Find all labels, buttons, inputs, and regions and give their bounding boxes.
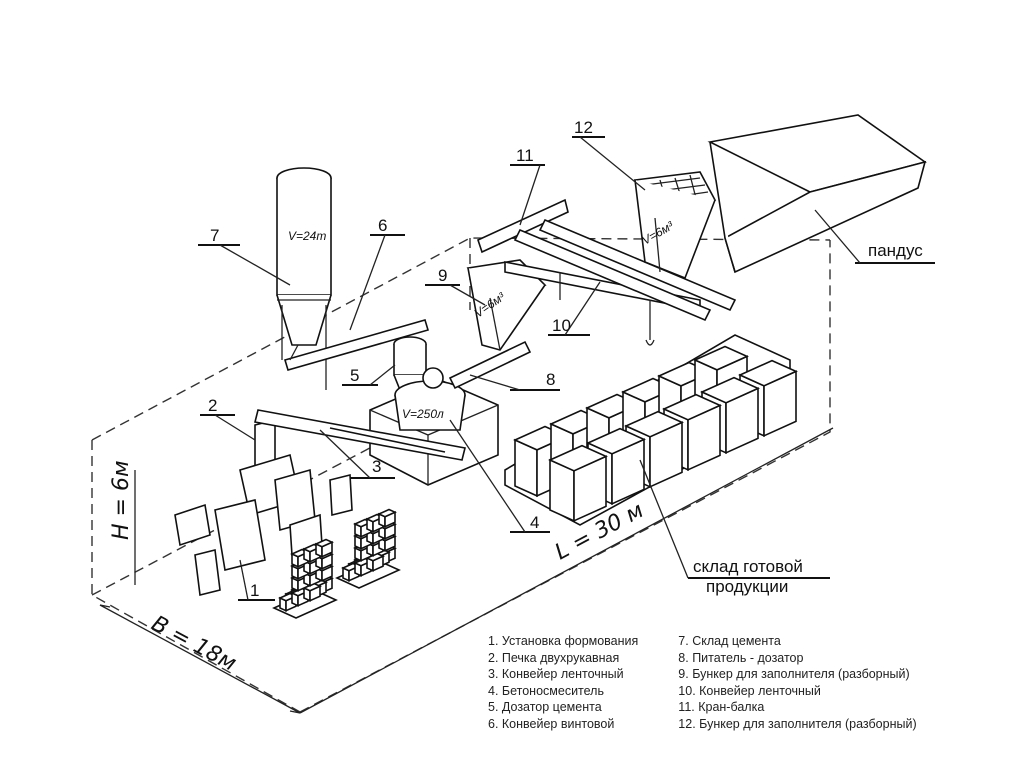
legend-item: 6. Конвейер винтовой bbox=[488, 716, 615, 731]
block-pallets bbox=[272, 508, 401, 619]
legend-column-2: 7. Склад цемента 8. Питатель - дозатор 9… bbox=[678, 633, 916, 732]
callout-4: 4 bbox=[530, 513, 539, 532]
callout-10: 10 bbox=[552, 316, 571, 335]
block-top bbox=[548, 444, 608, 472]
callout-3: 3 bbox=[372, 457, 381, 476]
overhead-crane bbox=[477, 198, 737, 346]
callout-8: 8 bbox=[546, 370, 555, 389]
block-top bbox=[662, 393, 722, 421]
warehouse-label-2: продукции bbox=[706, 577, 788, 596]
legend-item: 1. Установка формования bbox=[488, 634, 639, 648]
warehouse-label-1: склад готовой bbox=[693, 557, 803, 576]
legend-item: 10. Конвейер ленточный bbox=[678, 683, 821, 698]
dimension-height: H = 6м bbox=[109, 460, 134, 540]
block-top bbox=[738, 359, 798, 387]
legend-item: 4. Бетоносмеситель bbox=[488, 683, 604, 698]
callout-leaders bbox=[198, 136, 935, 601]
block-top bbox=[700, 376, 760, 404]
belt-conveyor-3 bbox=[254, 409, 466, 461]
feeder-doser bbox=[448, 340, 532, 390]
concrete-mixer: V=250л bbox=[369, 367, 499, 486]
legend-item: 3. Конвейер ленточный bbox=[488, 667, 624, 681]
legend-item: 11. Кран-балка bbox=[678, 700, 765, 714]
finished-goods-stack bbox=[504, 334, 798, 526]
screw-conveyor bbox=[284, 319, 429, 371]
callout-6: 6 bbox=[378, 216, 387, 235]
dimension-width: B = 18м bbox=[147, 611, 240, 676]
callout-7: 7 bbox=[210, 226, 219, 245]
callout-numbers: 7 6 5 2 3 4 1 8 9 10 11 12 пандус склад … bbox=[208, 118, 923, 600]
callout-5: 5 bbox=[350, 366, 359, 385]
legend: 1. Установка формования 2. Печка двухрук… bbox=[488, 633, 958, 732]
aggregate-hopper-9: V=6м³ bbox=[466, 259, 547, 351]
legend-item: 9. Бункер для заполнителя (разборный) bbox=[678, 667, 910, 681]
ramp bbox=[707, 114, 927, 274]
silo-volume-label: V=24т bbox=[288, 229, 326, 243]
callout-1: 1 bbox=[250, 581, 259, 600]
forming-unit bbox=[174, 418, 353, 596]
callout-2: 2 bbox=[208, 396, 217, 415]
mixer-volume-label: V=250л bbox=[402, 407, 444, 421]
cement-silo: V=24т bbox=[276, 167, 332, 390]
callout-12: 12 bbox=[574, 118, 593, 137]
legend-item: 2. Печка двухрукавная bbox=[488, 650, 620, 665]
block-top bbox=[624, 410, 684, 438]
callout-9: 9 bbox=[438, 266, 447, 285]
block-top bbox=[377, 508, 397, 518]
ramp-label: пандус bbox=[868, 241, 923, 260]
legend-item: 8. Питатель - дозатор bbox=[678, 650, 804, 665]
dimension-lines bbox=[99, 427, 834, 714]
legend-item: 12. Бункер для заполнителя (разборный) bbox=[678, 716, 917, 731]
callout-11: 11 bbox=[516, 146, 534, 165]
legend-item: 7. Склад цемента bbox=[678, 634, 781, 648]
block-top bbox=[586, 427, 646, 455]
block-top bbox=[314, 538, 334, 548]
aggregate-hopper-12: V=6м³ bbox=[633, 171, 717, 280]
legend-item: 5. Дозатор цемента bbox=[488, 700, 602, 714]
block-top bbox=[693, 345, 749, 371]
legend-column-1: 1. Установка формования 2. Печка двухрук… bbox=[488, 633, 638, 732]
